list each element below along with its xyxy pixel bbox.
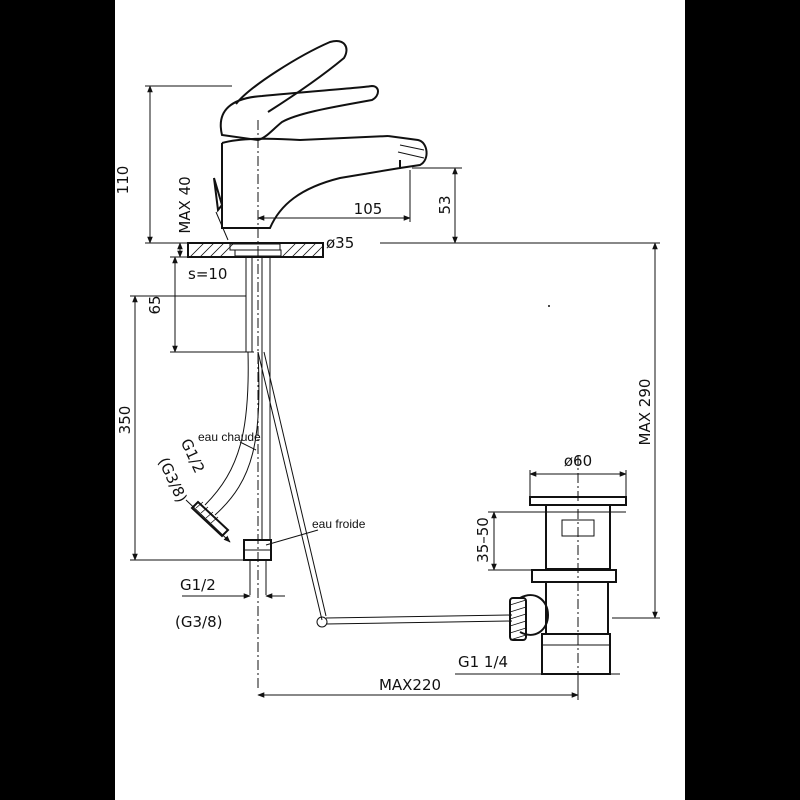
dim-hole-35: ø35	[326, 234, 354, 252]
dim-110: 110	[114, 166, 132, 195]
dim-max-40: MAX 40	[176, 176, 194, 233]
dim-thread-g38-bottom: (G3/8)	[175, 613, 222, 631]
stray-dot	[548, 305, 550, 307]
dim-max-290: MAX 290	[636, 379, 654, 446]
faucet-lever	[219, 40, 379, 142]
waste-drain	[509, 496, 627, 675]
faucet-body	[213, 135, 428, 241]
dim-thread-g38-hose: (G3/8)	[154, 455, 190, 506]
dim-thread-g12-bottom: G1/2	[180, 576, 216, 594]
label-hot-water: eau chaude	[198, 430, 261, 444]
dim-thickness-s10: s=10	[188, 265, 227, 283]
dim-thread-g1-14: G1 1/4	[458, 653, 508, 671]
dim-waste-60: ø60	[564, 452, 592, 470]
dim-35-50: 35–50	[474, 517, 492, 563]
dim-105: 105	[354, 200, 383, 218]
dim-53: 53	[436, 195, 454, 214]
counter-top	[187, 242, 324, 258]
dim-max-220: MAX220	[379, 676, 441, 694]
dim-350: 350	[116, 406, 134, 435]
supply-hoses	[190, 257, 272, 595]
drawing-sheet	[115, 0, 685, 800]
pull-rod	[257, 351, 513, 628]
dim-65: 65	[146, 295, 164, 314]
dimension-lines	[130, 85, 660, 700]
label-cold-water: eau froide	[312, 517, 366, 531]
